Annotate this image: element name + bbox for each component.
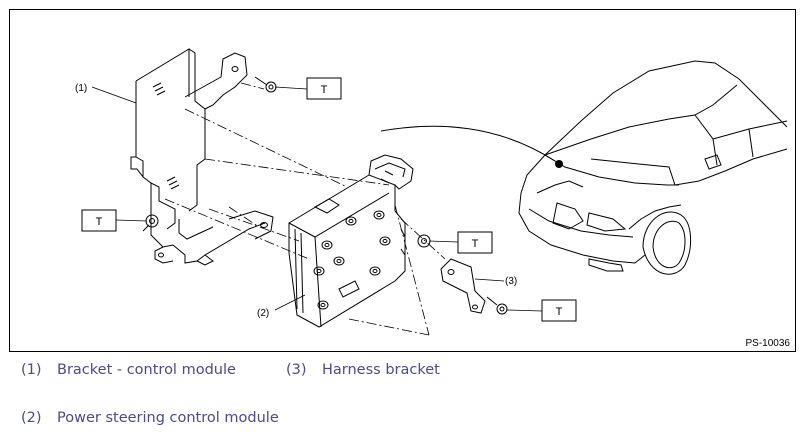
location-leader-line <box>380 125 556 162</box>
diagram-canvas: (1) (2) (3) T T T T PS-10036 <box>9 9 796 352</box>
alignment-lines <box>164 82 446 336</box>
callout-1-label: (1) <box>75 83 87 94</box>
harness-bracket <box>440 258 486 314</box>
torque-box-left: T <box>81 209 148 232</box>
legend-text: Harness bracket <box>322 362 440 378</box>
callout-3-label: (3) <box>505 276 517 287</box>
legend-item-2: (2) Power steering control module <box>21 410 279 426</box>
callout-1: (1) <box>75 83 137 104</box>
module-location-dot <box>555 160 563 168</box>
vehicle-outline <box>518 60 788 275</box>
power-steering-control-module <box>288 154 414 328</box>
legend-item-1: (1) Bracket - control module <box>21 362 236 378</box>
figure-code: PS-10036 <box>746 338 791 349</box>
control-module-bracket <box>130 48 274 266</box>
callout-3: (3) <box>474 276 517 287</box>
legend-number: (3) <box>286 362 307 378</box>
torque-box-top: T <box>274 77 342 100</box>
callout-2-label: (2) <box>257 308 269 319</box>
exploded-view-figure: (1) (2) (3) T T T T PS-10036 <box>9 9 796 352</box>
torque-box-right: T <box>506 299 577 322</box>
legend-text: Power steering control module <box>57 410 279 426</box>
legend-item-3: (3) Harness bracket <box>286 362 440 378</box>
torque-label-top: T <box>321 84 328 96</box>
callout-2: (2) <box>257 294 306 319</box>
legend-number: (2) <box>21 410 42 426</box>
torque-label-left: T <box>96 216 103 228</box>
torque-box-middle: T <box>428 231 493 254</box>
legend-text: Bracket - control module <box>57 362 236 378</box>
torque-label-right: T <box>556 306 563 318</box>
figure-frame <box>9 9 796 352</box>
bolt-right <box>486 296 508 315</box>
torque-label-middle: T <box>472 238 479 250</box>
legend-number: (1) <box>21 362 42 378</box>
